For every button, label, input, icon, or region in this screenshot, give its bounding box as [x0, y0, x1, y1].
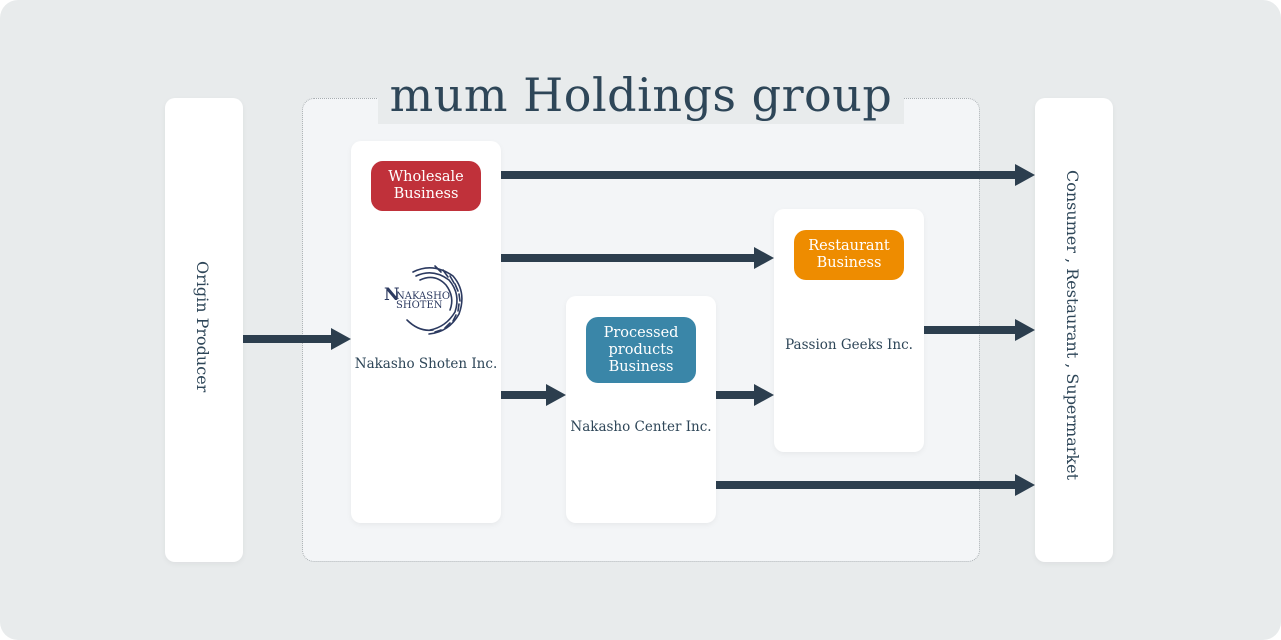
consumer-label: Consumer , Restaurant , Supermarket — [1063, 170, 1082, 480]
nakasho-shoten-name: Nakasho Shoten Inc. — [354, 356, 498, 372]
arrow-processed-to-consumer — [716, 474, 1035, 496]
consumer-card: Consumer , Restaurant , Supermarket — [1035, 98, 1113, 562]
nakasho-shoten-logo: N NAKASHO SHOTEN — [383, 262, 469, 338]
origin-producer-label: Origin Producer — [193, 261, 212, 393]
passion-geeks-name: Passion Geeks Inc. — [785, 337, 913, 353]
processed-products-badge: Processed products Business — [586, 317, 696, 383]
restaurant-business-badge: Restaurant Business — [794, 230, 904, 280]
nakasho-center-name: Nakasho Center Inc. — [570, 419, 712, 435]
arrow-wholesale-to-consumer — [501, 164, 1035, 186]
arrow-restaurant-to-consumer — [924, 319, 1035, 341]
arrow-wholesale-to-processed — [501, 384, 566, 406]
arrow-origin-to-wholesale — [243, 328, 351, 350]
arrow-processed-to-restaurant — [716, 384, 774, 406]
origin-producer-card: Origin Producer — [165, 98, 243, 562]
wholesale-business-badge: Wholesale Business — [371, 161, 481, 211]
svg-text:NAKASHO: NAKASHO — [396, 291, 450, 302]
svg-text:N: N — [384, 285, 400, 305]
svg-text:SHOTEN: SHOTEN — [396, 300, 443, 311]
arrow-wholesale-to-restaurant — [501, 247, 774, 269]
group-title: mum Holdings group — [378, 62, 904, 124]
